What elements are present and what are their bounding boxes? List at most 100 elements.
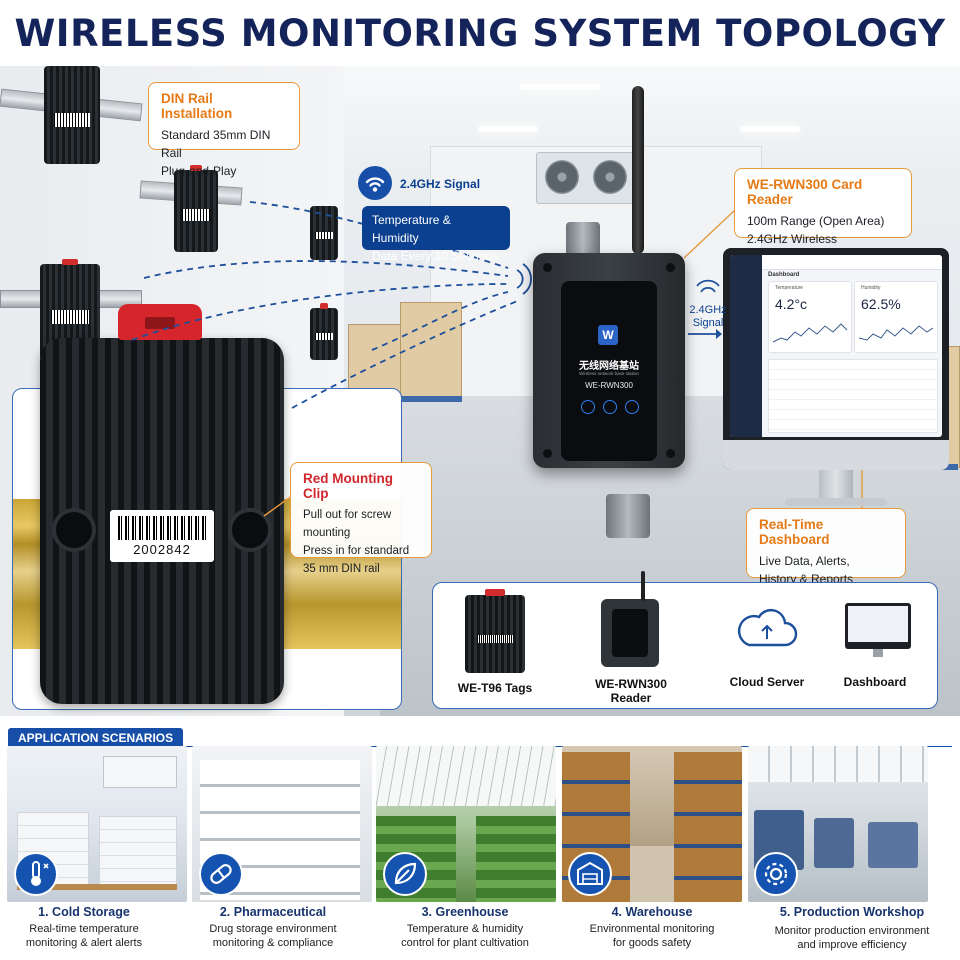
barcode-icon xyxy=(118,516,206,540)
scenario-title: 1. Cold Storage xyxy=(38,905,130,919)
callout-title: Red Mounting Clip xyxy=(303,471,393,501)
dashboard-topbar xyxy=(762,255,942,270)
sensor-tag xyxy=(44,66,100,164)
cable-gland xyxy=(606,494,650,538)
dashboard-monitor-icon xyxy=(845,603,911,657)
fan-icon xyxy=(593,160,627,194)
gear-icon xyxy=(754,852,798,896)
we-rwn300-reader: W 无线网络基站 Wireless network base station W… xyxy=(533,253,685,468)
scenario-desc: Real-time temperature monitoring & alert… xyxy=(0,922,175,950)
leaf-icon xyxy=(383,852,427,896)
brand-logo-icon: W xyxy=(598,325,618,345)
humidity-sparkline xyxy=(858,325,934,341)
callout-line: Standard 35mm DIN Rail xyxy=(161,128,271,160)
temperature-card-title: Temperature xyxy=(775,285,804,291)
flow-label-reader-line: WE-RWN300 xyxy=(595,677,667,691)
temperature-value: 4.2°c xyxy=(775,296,808,312)
we-t96-tag-icon xyxy=(465,589,525,673)
dashboard-sidebar xyxy=(730,255,762,437)
data-flow-diagram: WE-T96 Tags WE-RWN300 Reader Cloud Serve… xyxy=(432,571,938,709)
warehouse-icon xyxy=(568,852,612,896)
flow-label-reader: WE-RWN300 Reader xyxy=(579,677,683,705)
page-title: WIRELESS MONITORING SYSTEM TOPOLOGY xyxy=(14,11,946,55)
signal-info-line: Temperature & Humidity xyxy=(372,213,451,245)
production-workshop-photo xyxy=(748,746,928,902)
reader-model-label: WE-RWN300 xyxy=(585,381,633,390)
reader-front-panel: W 无线网络基站 Wireless network base station W… xyxy=(561,281,657,461)
monitor-signal-label: 2.4GHz Signal xyxy=(686,304,730,330)
cloud-icon xyxy=(737,608,798,647)
callout-line: 2.4GHz Wireless xyxy=(747,232,838,246)
callout-line: Pull out for screw mounting xyxy=(303,509,392,539)
reader-chinese-label: 无线网络基站 xyxy=(579,361,639,372)
header: WIRELESS MONITORING SYSTEM TOPOLOGY xyxy=(0,0,960,66)
flow-label-reader-line: Reader xyxy=(610,691,652,705)
pallet-base xyxy=(398,396,462,402)
dashboard-title: Dashboard xyxy=(768,272,800,278)
cable-gland xyxy=(566,222,600,256)
reader-icon xyxy=(601,571,659,667)
callout-title: Real-Time Dashboard xyxy=(759,517,830,547)
application-scenarios-tab: APPLICATION SCENARIOS xyxy=(8,728,184,748)
scenario-title: 3. Greenhouse xyxy=(421,905,509,919)
sensor-tag xyxy=(174,165,218,252)
ceiling-light xyxy=(478,126,538,132)
pallet-boxes xyxy=(348,324,402,396)
callout-title: DIN Rail Installation xyxy=(161,91,233,121)
dashboard-monitor: Dashboard Temperature 4.2°c Humidity 62.… xyxy=(723,248,949,506)
callout-line: Press in for standard xyxy=(303,545,410,557)
scenario-desc-line: Real-time temperature xyxy=(29,923,139,935)
monitor-signal-line: 2.4GHz xyxy=(689,304,727,316)
scenario-desc: Monitor production environment and impro… xyxy=(752,924,952,952)
humidity-card: Humidity 62.5% xyxy=(854,281,938,353)
temperature-sparkline xyxy=(772,323,848,343)
flow-label-dashboard: Dashboard xyxy=(843,675,907,689)
scenario-desc-line: Monitor production environment xyxy=(774,925,930,937)
scenario-desc-line: control for plant cultivation xyxy=(401,937,529,949)
fan-icon xyxy=(545,160,579,194)
scenario-desc-line: monitoring & alert alerts xyxy=(25,937,143,949)
ceiling-light xyxy=(520,84,600,90)
scenario-desc-line: Temperature & humidity xyxy=(406,923,524,935)
scenario-title: 4. Warehouse xyxy=(611,905,693,919)
network-indicator-icon xyxy=(603,400,617,414)
ceiling-light xyxy=(740,126,800,132)
flow-label-cloud: Cloud Server xyxy=(729,675,805,689)
scenario-desc: Drug storage environment monitoring & co… xyxy=(182,922,364,950)
thermometer-snowflake-icon xyxy=(14,852,58,896)
signal-info-box: Temperature & Humidity Data Every 10 Sec… xyxy=(362,206,510,263)
wifi-icon xyxy=(358,166,392,200)
monitor-signal-line: Signal xyxy=(692,317,724,329)
monitor-stand xyxy=(819,470,853,500)
callout-card-reader: WE-RWN300 Card Reader 100m Range (Open A… xyxy=(734,168,912,246)
monitor-base xyxy=(785,498,887,506)
humidity-card-title: Humidity xyxy=(861,285,881,291)
power-indicator-icon xyxy=(581,400,595,414)
warehouse-photo xyxy=(562,746,742,902)
callout-din-rail: DIN Rail Installation Standard 35mm DIN … xyxy=(148,82,300,178)
callout-line: 100m Range (Open Area) xyxy=(747,214,885,228)
status-indicator-icon xyxy=(625,400,639,414)
sensor-tag xyxy=(310,206,338,260)
monitor-chin xyxy=(723,440,949,470)
scenario-title: 2. Pharmaceutical xyxy=(219,905,327,919)
scenario-desc-line: Drug storage environment xyxy=(209,923,337,935)
signal-label: 2.4GHz Signal xyxy=(400,177,481,191)
evaporator-unit xyxy=(536,152,638,204)
scenario-desc-line: monitoring & compliance xyxy=(212,937,334,949)
temperature-card: Temperature 4.2°c xyxy=(768,281,852,353)
scenario-desc: Environmental monitoring for goods safet… xyxy=(561,922,743,950)
signal-info-line: Data Every 10 Seconds xyxy=(372,249,499,263)
callout-line: Plug-and-Play xyxy=(161,164,237,178)
reader-sub-label: Wireless network base station xyxy=(579,371,639,376)
barcode-number: 2002842 xyxy=(133,542,191,557)
barcode-label: 2002842 xyxy=(110,510,214,562)
sensor-tag xyxy=(310,303,338,360)
humidity-value: 62.5% xyxy=(861,296,901,312)
we-t96-tag-closeup: 2002842 xyxy=(40,304,284,704)
reader-antenna xyxy=(632,86,644,254)
dashboard-data-table xyxy=(768,359,938,433)
capsule-icon xyxy=(199,852,243,896)
callout-line: 35 mm DIN rail xyxy=(303,563,380,575)
scenario-desc-line: Environmental monitoring xyxy=(589,923,715,935)
